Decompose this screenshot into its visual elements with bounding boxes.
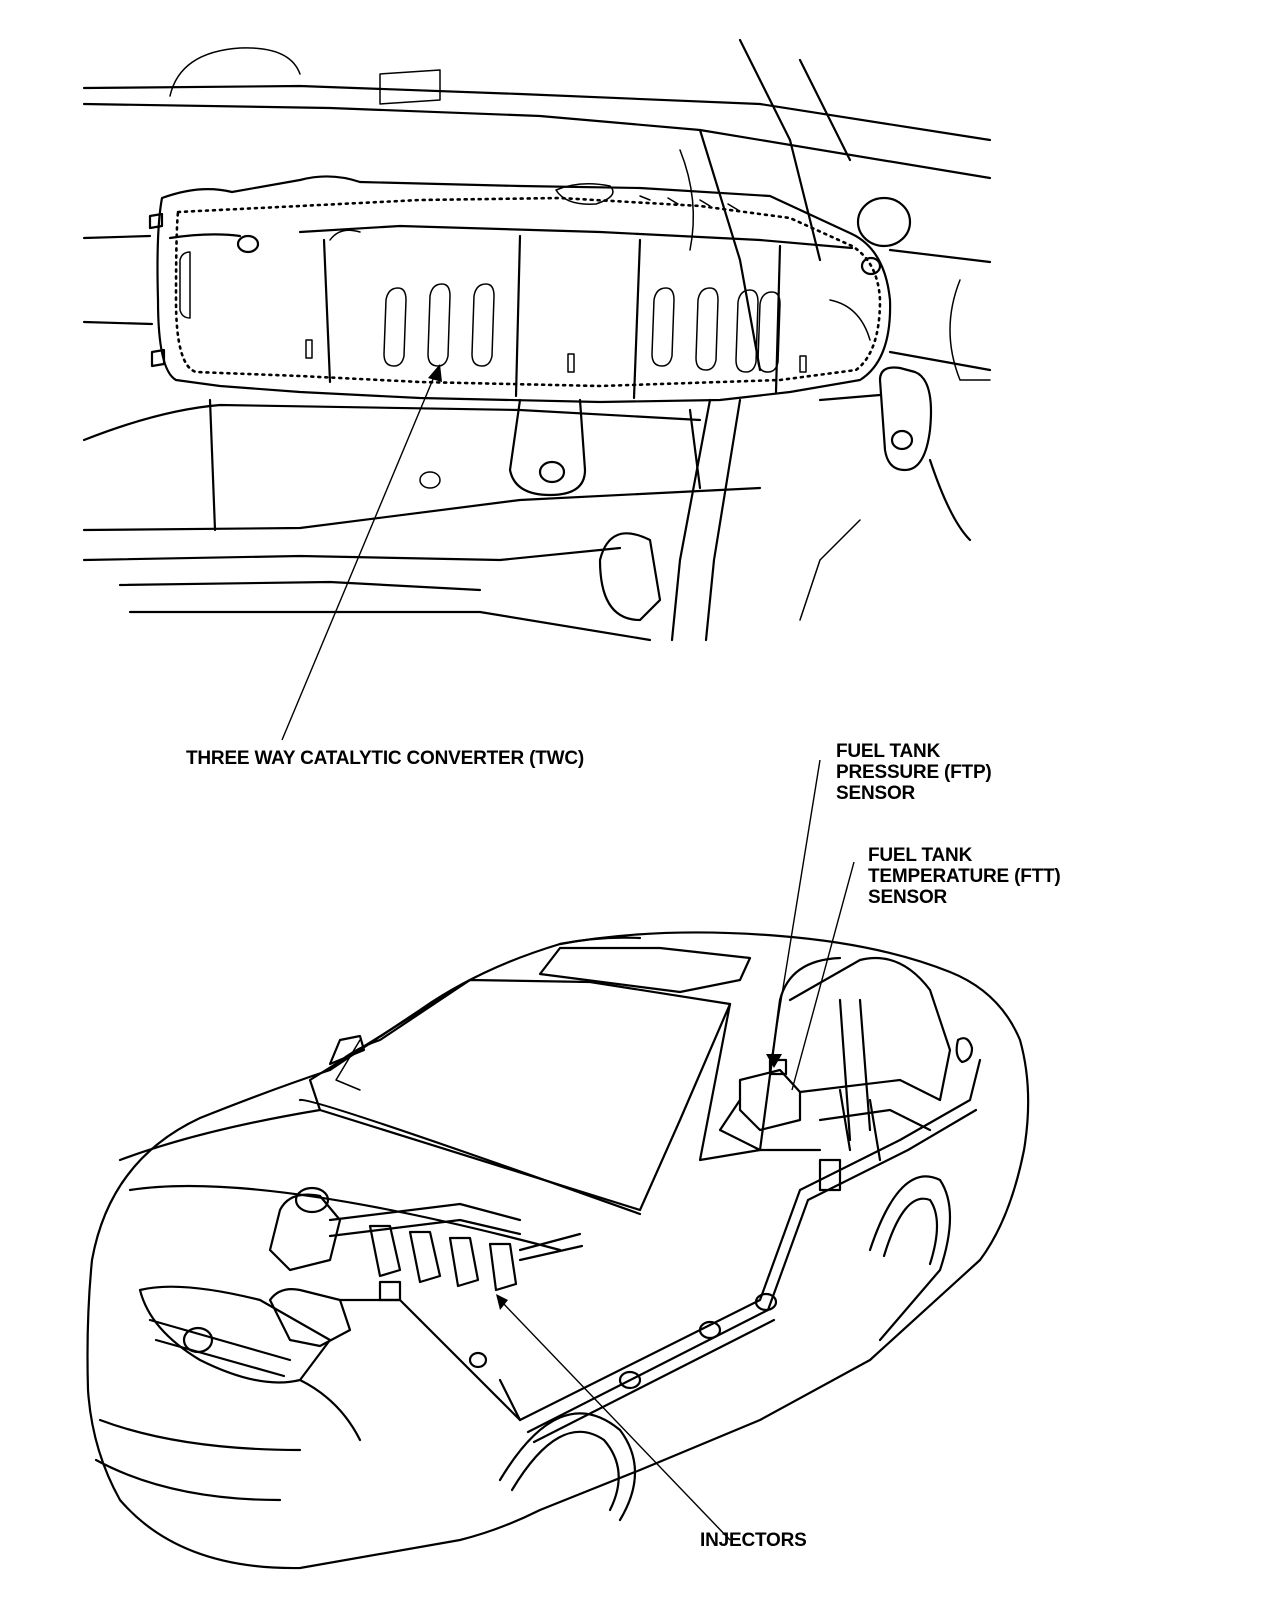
injectors-label: INJECTORS (700, 1530, 807, 1551)
catalytic-converter-illustration (82, 38, 992, 741)
ftp-sensor-label: FUEL TANK PRESSURE (FTP) SENSOR (836, 741, 992, 804)
ftt-sensor-label: FUEL TANK TEMPERATURE (FTT) SENSOR (868, 845, 1061, 908)
vehicle-fuel-system-illustration (86, 759, 1030, 1570)
twc-label: THREE WAY CATALYTIC CONVERTER (TWC) (186, 748, 584, 769)
